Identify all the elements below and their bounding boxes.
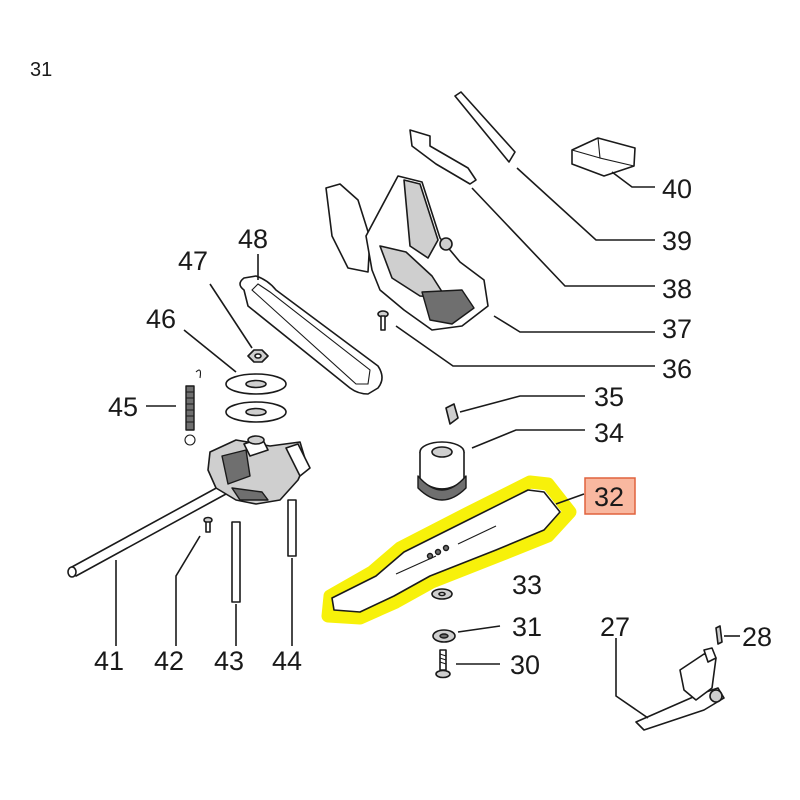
part-39-strip [454,91,516,163]
part-32-blade[interactable] [321,475,577,625]
blade-highlight-outline [321,475,577,625]
callout-45[interactable]: 45 [108,392,138,422]
leader-34 [471,429,585,449]
leader-40 [611,171,655,188]
callout-42[interactable]: 42 [154,646,184,676]
callout-28[interactable]: 28 [742,622,772,652]
leader-38 [471,187,655,287]
leader-32 [555,493,585,505]
callout-41[interactable]: 41 [94,646,124,676]
callout-31[interactable]: 31 [512,612,542,642]
part-48-belt [239,275,383,395]
part-45-spring [184,369,202,446]
part-33-washer [431,588,453,600]
leader-27 [615,638,649,719]
leader-42 [175,535,201,646]
callout-32[interactable]: 32 [594,482,624,512]
callout-30[interactable]: 30 [510,650,540,680]
callout-34[interactable]: 34 [594,418,624,448]
callout-47[interactable]: 47 [178,246,208,276]
part-44-rod [287,499,297,557]
part-34-blade-adapter [417,441,467,501]
part-37-housing [325,175,489,331]
part-47-nut [247,349,269,363]
callout-36[interactable]: 36 [662,354,692,384]
leader-35 [459,395,585,413]
leader-39 [516,167,655,241]
callout-33[interactable]: 33 [512,570,542,600]
part-35-key [445,403,459,425]
callout-44[interactable]: 44 [272,646,302,676]
callout-48[interactable]: 48 [238,224,268,254]
part-43-rod [231,521,241,603]
leader-31 [457,625,501,633]
part-31-cup-washer [432,629,456,643]
callout-32-box [584,477,636,515]
callout-38[interactable]: 38 [662,274,692,304]
callout-37[interactable]: 37 [662,314,692,344]
callout-40[interactable]: 40 [662,174,692,204]
callout-35[interactable]: 35 [594,382,624,412]
corner-label: 31 [30,59,52,81]
callout-46[interactable]: 46 [146,304,176,334]
part-30-bolt [435,649,451,679]
leader-47 [209,283,253,349]
leader-46 [183,329,237,373]
part-28-pin [715,625,723,645]
leader-36 [395,325,655,367]
callout-43[interactable]: 43 [214,646,244,676]
part-40-bracket [571,137,636,177]
part-27-lever [635,647,725,731]
callout-39[interactable]: 39 [662,226,692,256]
part-41-gearbox [67,435,311,578]
part-36-screw [377,310,389,331]
part-42-screw [203,516,213,533]
callout-27[interactable]: 27 [600,612,630,642]
part-46-pulleys [225,373,287,423]
leader-37 [493,315,655,333]
part-38-seal-strip [409,129,477,185]
